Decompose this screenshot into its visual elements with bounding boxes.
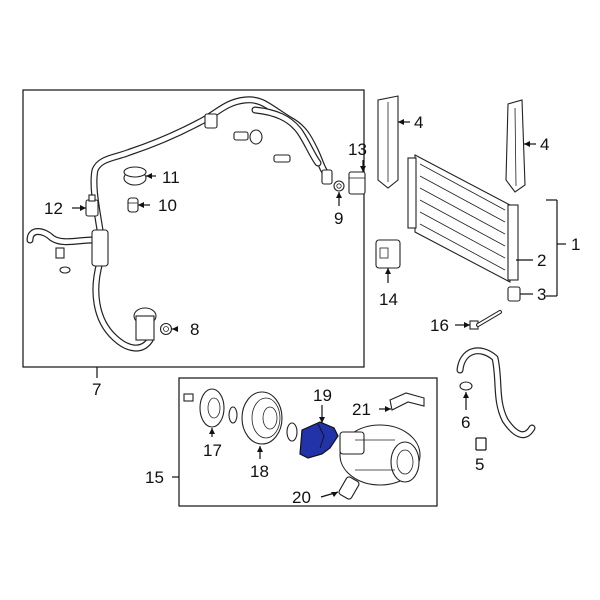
callout-labels: 1 2 3 4 4 5 6 7 8 9 10 11 12 13 14 15 16… xyxy=(44,113,580,507)
highlighted-cover-part-19[interactable] xyxy=(299,421,339,459)
callout-7: 7 xyxy=(92,380,101,399)
hose-assembly-group-box xyxy=(22,89,365,368)
callout-2: 2 xyxy=(537,251,546,270)
callout-12: 12 xyxy=(44,199,63,218)
callout-21: 21 xyxy=(352,400,371,419)
callout-18: 18 xyxy=(250,462,269,481)
callout-10: 10 xyxy=(158,196,177,215)
bolt-hub xyxy=(183,393,194,402)
ac-hose-assembly[interactable] xyxy=(26,96,333,352)
callout-14: 14 xyxy=(379,290,398,309)
module-part-14[interactable] xyxy=(375,239,401,269)
callout-11: 11 xyxy=(162,168,180,187)
arrowheads xyxy=(80,119,530,497)
bracket-part-21[interactable] xyxy=(389,392,425,411)
compressor-group-box xyxy=(178,377,438,507)
o-ring-part-9[interactable] xyxy=(333,180,345,192)
condenser-part-2[interactable] xyxy=(407,154,519,283)
callout-16: 16 xyxy=(430,316,449,335)
bracket-part-4-left[interactable] xyxy=(377,95,399,189)
callout-9: 9 xyxy=(334,209,343,228)
hose-fittings xyxy=(233,129,291,163)
bolt-part-16[interactable] xyxy=(469,310,502,330)
callout-15: 15 xyxy=(145,468,164,487)
callout-3: 3 xyxy=(537,285,546,304)
callout-4-right: 4 xyxy=(540,135,549,154)
pulley-part-18[interactable] xyxy=(241,391,283,445)
callout-6: 6 xyxy=(461,413,470,432)
callout-13: 13 xyxy=(348,140,367,159)
callout-17: 17 xyxy=(203,441,222,460)
o-ring-part-8[interactable] xyxy=(159,322,173,336)
clutch-hub-part-17[interactable] xyxy=(199,388,225,428)
pressure-switch-part-12[interactable] xyxy=(85,194,99,217)
valve-part-10[interactable] xyxy=(127,197,139,213)
valve-part-20[interactable] xyxy=(338,476,360,500)
o-ring-part-6[interactable] xyxy=(459,381,473,391)
callout-20: 20 xyxy=(292,488,311,507)
snap-ring xyxy=(286,422,298,442)
callout-8: 8 xyxy=(190,320,199,339)
plug-part-3[interactable] xyxy=(507,286,521,302)
callout-1: 1 xyxy=(571,235,580,254)
callout-19: 19 xyxy=(313,386,332,405)
cap-part-11[interactable] xyxy=(123,166,147,186)
compressor[interactable] xyxy=(339,424,421,486)
receiver-drier-part-13[interactable] xyxy=(348,171,366,195)
discharge-hose-part-5[interactable] xyxy=(456,347,536,439)
bracket-part-4-right[interactable] xyxy=(505,99,526,193)
callout-4-left: 4 xyxy=(414,113,423,132)
shim-ring xyxy=(228,406,238,424)
callout-5: 5 xyxy=(475,455,484,474)
